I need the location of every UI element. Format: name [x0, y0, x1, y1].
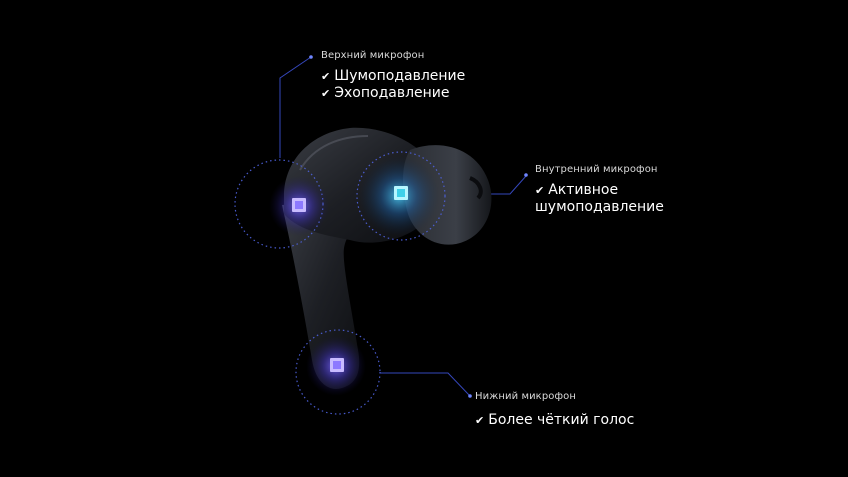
feature-item: ✔Более чёткий голос	[475, 412, 634, 430]
checkmark-icon: ✔	[535, 183, 545, 197]
inner-mic-callout: Внутренний микрофон ✔Активное шумоподавл…	[535, 164, 664, 217]
feature-item: ✔Эхоподавление	[321, 85, 465, 103]
feature-item: ✔Шумоподавление	[321, 68, 465, 86]
feature-label: Шумоподавление	[334, 67, 466, 84]
bottom-mic-ring	[295, 329, 381, 415]
checkmark-icon: ✔	[475, 413, 485, 427]
bottom-mic-callout: Нижний микрофон ✔Более чёткий голос	[475, 391, 634, 429]
bottom-mic-caption: Нижний микрофон	[475, 391, 576, 402]
bottom-guide-line	[380, 372, 471, 397]
feature-label-continued: шумоподавление	[535, 199, 664, 215]
top-guide-dot	[309, 55, 313, 59]
feature-label: Активное	[548, 181, 619, 198]
top-mic-caption: Верхний микрофон	[321, 50, 425, 61]
bottom-guide-dot	[468, 394, 472, 398]
top-guide-line	[279, 56, 312, 158]
inner-mic-ring	[356, 151, 446, 241]
checkmark-icon: ✔	[321, 87, 331, 100]
top-mic-ring	[234, 159, 324, 249]
inner-guide-dot	[524, 173, 528, 177]
bottom-mic-marker	[330, 358, 344, 372]
inner-mic-marker	[394, 186, 408, 200]
top-mic-marker	[292, 198, 306, 212]
feature-label: Более чёткий голос	[488, 411, 635, 428]
inner-mic-caption: Внутренний микрофон	[535, 164, 658, 175]
top-mic-callout: Верхний микрофон ✔Шумоподавление ✔Эхопод…	[321, 50, 465, 103]
feature-item: ✔Активное шумоподавление	[535, 182, 664, 217]
feature-label: Эхоподавление	[334, 85, 450, 101]
checkmark-icon: ✔	[321, 69, 331, 83]
